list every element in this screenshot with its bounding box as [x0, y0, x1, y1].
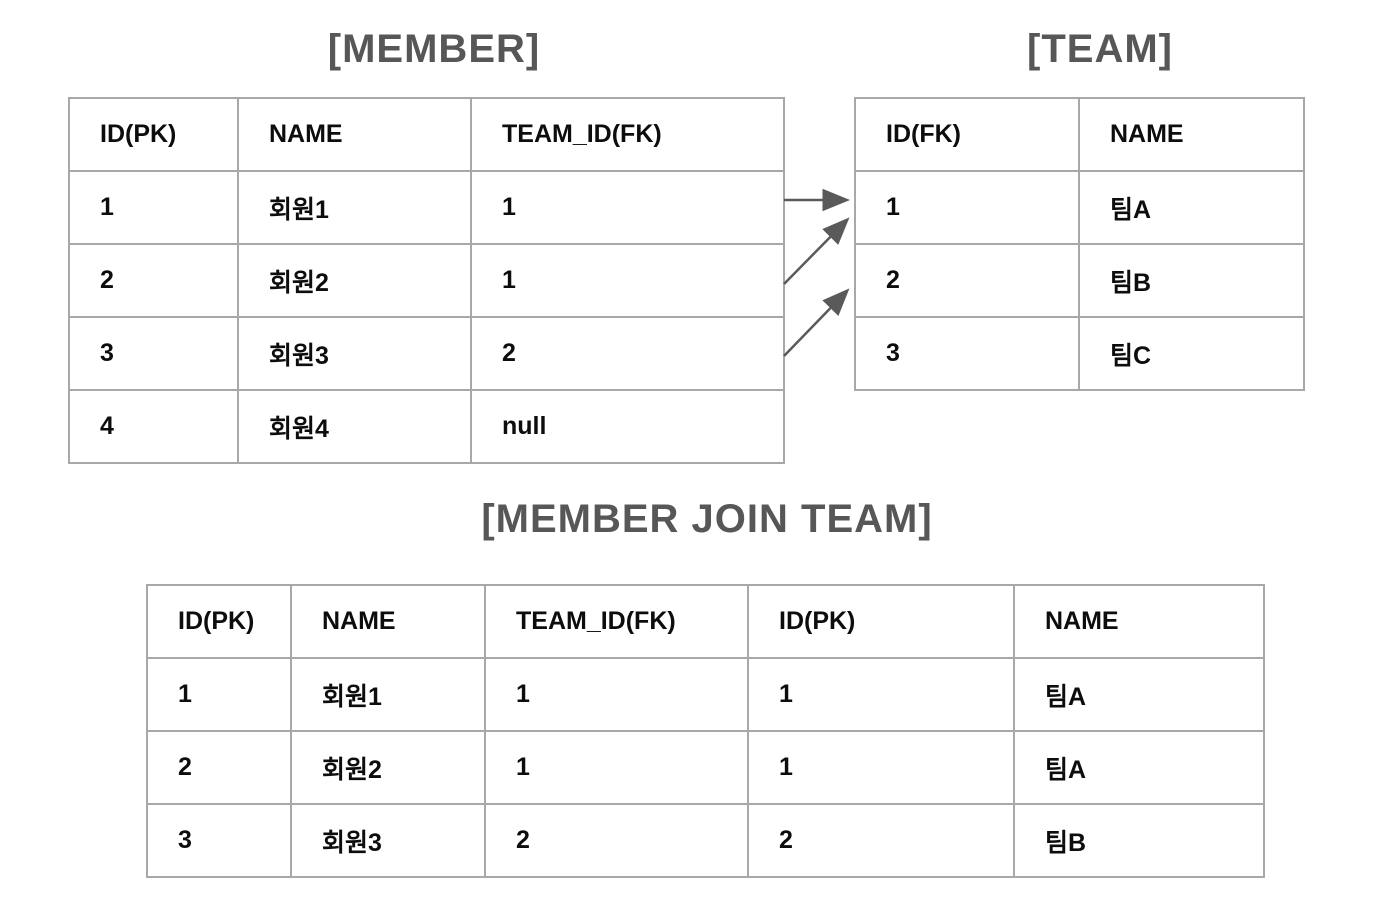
header-cell: ID(PK): [68, 97, 239, 172]
data-cell: 1: [747, 730, 1015, 805]
table-row: 2 팀B: [854, 243, 1305, 318]
team-header-row: ID(FK) NAME: [854, 97, 1305, 172]
data-cell: 회원2: [290, 730, 486, 805]
data-cell: 3: [146, 803, 292, 878]
fk-arrow-member3-to-team2: [783, 288, 850, 357]
data-cell: 팀B: [1078, 243, 1305, 318]
data-cell: 팀A: [1013, 730, 1265, 805]
data-cell: 2: [747, 803, 1015, 878]
data-cell: 2: [470, 316, 785, 391]
join-header-row: ID(PK) NAME TEAM_ID(FK) ID(PK) NAME: [146, 584, 1265, 659]
team-table-title: [TEAM]: [1027, 27, 1173, 71]
data-cell: 2: [484, 803, 749, 878]
table-row: 3 회원3 2 2 팀B: [146, 803, 1265, 878]
data-cell: 회원2: [237, 243, 472, 318]
data-cell: 3: [68, 316, 239, 391]
data-cell: 팀A: [1078, 170, 1305, 245]
header-cell: NAME: [1013, 584, 1265, 659]
header-cell: NAME: [237, 97, 472, 172]
header-cell: TEAM_ID(FK): [484, 584, 749, 659]
data-cell: 팀B: [1013, 803, 1265, 878]
table-row: 1 회원1 1: [68, 170, 785, 245]
data-cell: 2: [146, 730, 292, 805]
data-cell: 1: [470, 243, 785, 318]
data-cell: 2: [68, 243, 239, 318]
member-table: ID(PK) NAME TEAM_ID(FK) 1 회원1 1 2 회원2 1 …: [68, 97, 785, 464]
data-cell: 1: [747, 657, 1015, 732]
table-row: 2 회원2 1 1 팀A: [146, 730, 1265, 805]
data-cell: 1: [470, 170, 785, 245]
data-cell: 팀C: [1078, 316, 1305, 391]
member-table-title: [MEMBER]: [327, 27, 541, 71]
data-cell: 1: [484, 657, 749, 732]
data-cell: 2: [854, 243, 1080, 318]
table-row: 1 회원1 1 1 팀A: [146, 657, 1265, 732]
data-cell: null: [470, 389, 785, 464]
data-cell: 회원3: [237, 316, 472, 391]
table-row: 3 팀C: [854, 316, 1305, 391]
data-cell: 3: [854, 316, 1080, 391]
header-cell: NAME: [290, 584, 486, 659]
table-row: 3 회원3 2: [68, 316, 785, 391]
data-cell: 회원1: [290, 657, 486, 732]
data-cell: 팀A: [1013, 657, 1265, 732]
header-cell: TEAM_ID(FK): [470, 97, 785, 172]
header-cell: ID(PK): [146, 584, 292, 659]
data-cell: 1: [854, 170, 1080, 245]
table-row: 1 팀A: [854, 170, 1305, 245]
header-cell: NAME: [1078, 97, 1305, 172]
header-cell: ID(PK): [747, 584, 1015, 659]
data-cell: 1: [146, 657, 292, 732]
join-table-title: [MEMBER JOIN TEAM]: [481, 497, 933, 541]
data-cell: 1: [68, 170, 239, 245]
header-cell: ID(FK): [854, 97, 1080, 172]
data-cell: 회원1: [237, 170, 472, 245]
table-row: 4 회원4 null: [68, 389, 785, 464]
data-cell: 4: [68, 389, 239, 464]
team-table: ID(FK) NAME 1 팀A 2 팀B 3 팀C: [854, 97, 1305, 391]
data-cell: 회원4: [237, 389, 472, 464]
member-header-row: ID(PK) NAME TEAM_ID(FK): [68, 97, 785, 172]
member-join-team-table: ID(PK) NAME TEAM_ID(FK) ID(PK) NAME 1 회원…: [146, 584, 1265, 878]
data-cell: 회원3: [290, 803, 486, 878]
data-cell: 1: [484, 730, 749, 805]
fk-arrow-member2-to-team1: [783, 217, 850, 285]
table-row: 2 회원2 1: [68, 243, 785, 318]
